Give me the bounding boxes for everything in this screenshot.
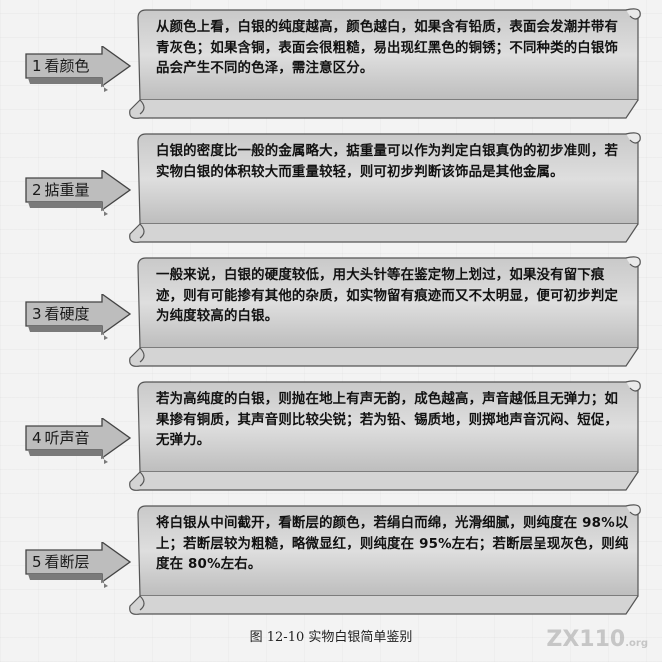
step-row: 一般来说，白银的硬度较低，用大头针等在鉴定物上划过，如果没有留下痕迹，则有可能掺… [0, 252, 662, 370]
watermark-logo: ZX110.org [546, 627, 648, 652]
step-description: 若为高纯度的白银，则抛在地上有声无韵，成色越高，声音越低且无弹力；如果掺有铜质，… [156, 392, 619, 448]
step-description: 从颜色上看，白银的纯度越高，颜色越白，如果含有铅质，表面会发潮并带有青灰色；如果… [156, 20, 619, 76]
step-row: 从颜色上看，白银的纯度越高，颜色越白，如果含有铅质，表面会发潮并带有青灰色；如果… [0, 4, 662, 122]
scroll-banner: 从颜色上看，白银的纯度越高，颜色越白，如果含有铅质，表面会发潮并带有青灰色；如果… [126, 4, 646, 122]
step-row: 将白银从中间截开，看断层的颜色，若绢白而绵，光滑细腻，则纯度在 98%以上；若断… [0, 500, 662, 618]
scroll-shape [129, 504, 641, 615]
scroll-shape [129, 8, 641, 119]
scroll-shape [129, 256, 641, 367]
scroll-shape [129, 132, 641, 243]
step-number: 2 [32, 181, 42, 199]
arrow-right-icon [25, 542, 132, 588]
step-title: 看颜色 [44, 57, 90, 75]
figure-caption: 图 12-10 实物白银简单鉴别 [249, 630, 413, 645]
scroll-shape [129, 380, 641, 491]
step-number: 3 [32, 305, 42, 323]
step-description: 将白银从中间截开，看断层的颜色，若绢白而绵，光滑细腻，则纯度在 98%以上；若断… [156, 516, 629, 572]
scroll-banner: 一般来说，白银的硬度较低，用大头针等在鉴定物上划过，如果没有留下痕迹，则有可能掺… [126, 252, 646, 370]
step-row: 白银的密度比一般的金属略大，掂重量可以作为判定白银真伪的初步准则，若实物白银的体… [0, 128, 662, 246]
step-description: 白银的密度比一般的金属略大，掂重量可以作为判定白银真伪的初步准则，若实物白银的体… [156, 144, 619, 180]
step-description: 一般来说，白银的硬度较低，用大头针等在鉴定物上划过，如果没有留下痕迹，则有可能掺… [156, 268, 619, 324]
scroll-banner: 将白银从中间截开，看断层的颜色，若绢白而绵，光滑细腻，则纯度在 98%以上；若断… [126, 500, 646, 618]
step-row: 若为高纯度的白银，则抛在地上有声无韵，成色越高，声音越低且无弹力；如果掺有铜质，… [0, 376, 662, 494]
arrow-right-icon [25, 46, 132, 92]
arrow-right-icon [25, 170, 132, 216]
step-number: 4 [32, 429, 42, 447]
step-title: 看断层 [44, 553, 90, 571]
step-title: 看硬度 [44, 305, 90, 323]
scroll-banner: 白银的密度比一般的金属略大，掂重量可以作为判定白银真伪的初步准则，若实物白银的体… [126, 128, 646, 246]
step-number: 1 [32, 57, 42, 75]
arrow-right-icon [25, 418, 132, 464]
step-number: 5 [32, 553, 42, 571]
arrow-right-icon [25, 294, 132, 340]
step-title: 听声音 [44, 429, 90, 447]
step-title: 掂重量 [44, 181, 90, 199]
scroll-banner: 若为高纯度的白银，则抛在地上有声无韵，成色越高，声音越低且无弹力；如果掺有铜质，… [126, 376, 646, 494]
